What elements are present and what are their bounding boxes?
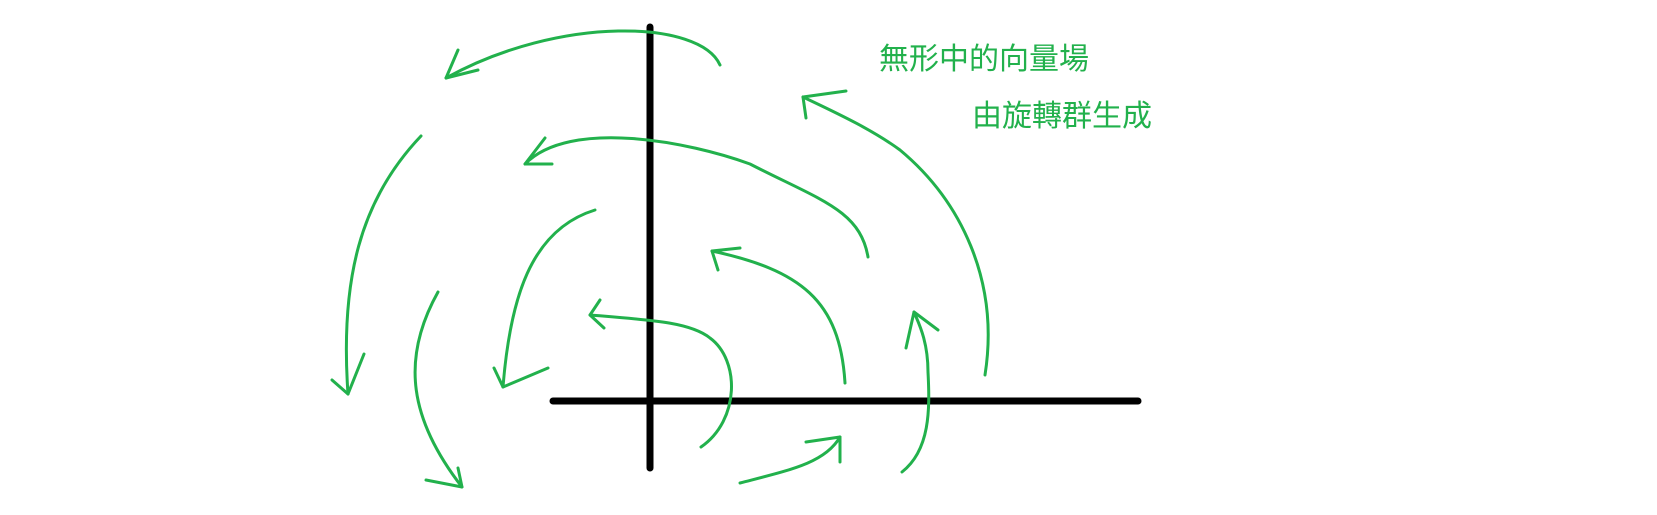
caption: 無形中的向量場 由旋轉群生成 bbox=[879, 42, 1152, 134]
arrowhead-outer-left bbox=[330, 352, 366, 396]
field-arrow-bottom bbox=[738, 435, 842, 485]
arrowhead-innermost bbox=[588, 298, 606, 330]
field-arrow-inner-left bbox=[501, 208, 597, 389]
field-arrow-middle-top bbox=[523, 136, 870, 259]
arrowhead-middle-top bbox=[523, 136, 554, 166]
caption-line-1: 無形中的向量場 bbox=[879, 42, 1089, 77]
arrowhead-bottom bbox=[804, 435, 842, 464]
arrowhead-outer-top bbox=[444, 48, 480, 80]
arrowhead-right-vertical bbox=[904, 310, 940, 350]
coordinate-axes bbox=[549, 23, 1142, 472]
arrowhead-middle-right bbox=[710, 246, 742, 272]
field-arrow-outer-top bbox=[444, 29, 722, 80]
field-arrow-middle-left bbox=[413, 290, 464, 489]
rotation-vector-field bbox=[330, 29, 990, 489]
arrowhead-inner-left bbox=[492, 366, 550, 389]
field-arrow-outer-right bbox=[801, 95, 990, 377]
field-arrow-outer-left bbox=[344, 134, 423, 396]
field-arrow-right-vertical bbox=[900, 310, 931, 474]
field-arrow-middle-right bbox=[710, 249, 847, 385]
field-arrow-innermost bbox=[588, 313, 733, 449]
caption-line-2: 由旋轉群生成 bbox=[972, 99, 1152, 134]
arrowhead-outer-right bbox=[801, 89, 848, 120]
arrowhead-middle-left bbox=[424, 466, 464, 489]
